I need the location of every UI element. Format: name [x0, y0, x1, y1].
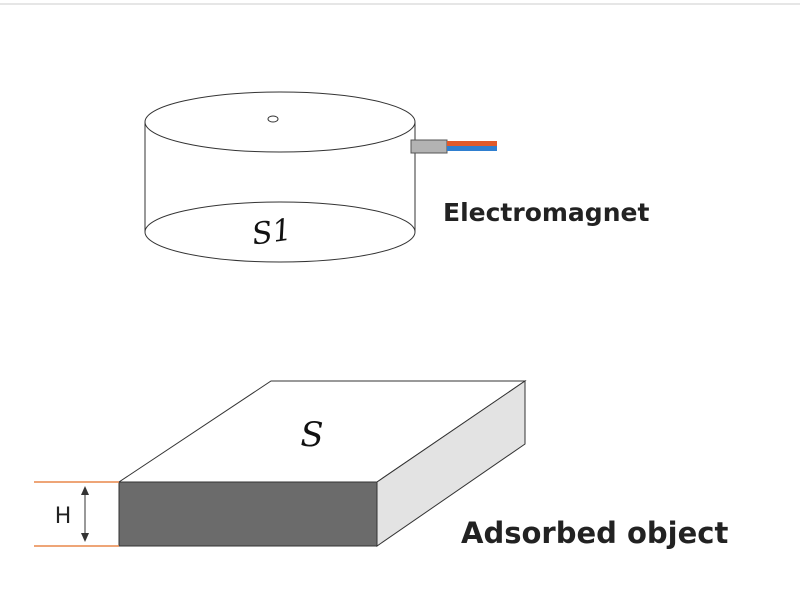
block-front-face	[118, 481, 378, 547]
height-indicator: H	[34, 481, 119, 547]
height-label: H	[55, 504, 72, 529]
cylinder-center-hole	[267, 115, 279, 123]
electromagnet-area-label: S1	[250, 212, 294, 252]
adsorbed-object-block	[117, 380, 527, 547]
adsorbed-object-label: Adsorbed object	[461, 516, 728, 550]
height-arrow-down-icon	[81, 533, 89, 542]
object-area-label: S	[300, 415, 323, 455]
cylinder-top-ellipse	[144, 91, 416, 153]
height-arrow-up-icon	[81, 486, 89, 495]
cable-connector	[410, 139, 448, 154]
wire-red	[447, 141, 497, 146]
wire-blue	[447, 146, 497, 151]
electromagnet-cable	[410, 139, 497, 154]
electromagnet-label: Electromagnet	[443, 198, 649, 227]
